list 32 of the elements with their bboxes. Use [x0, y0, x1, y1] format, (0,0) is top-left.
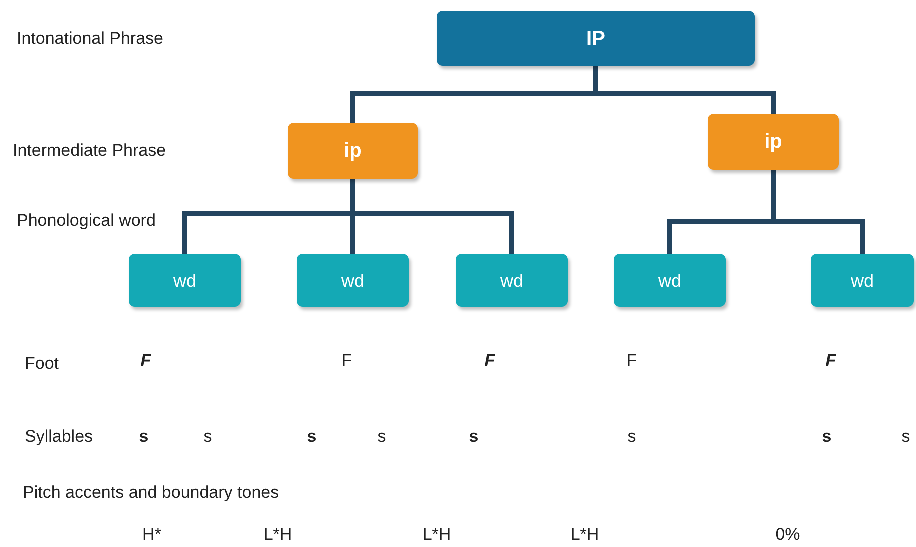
- tone-label: L*H: [264, 525, 292, 545]
- tone-label: H*: [142, 525, 162, 545]
- intermediate-phrase-box: ip: [708, 114, 839, 170]
- tone-label: 0%: [776, 525, 800, 545]
- tone-label: L*H: [422, 525, 452, 545]
- syllable-mark: s: [204, 427, 212, 447]
- word-box: wd: [297, 254, 409, 307]
- foot-mark: F: [626, 351, 638, 371]
- syllable-mark: s: [822, 427, 832, 447]
- foot-mark: F: [826, 351, 836, 371]
- level-label: Pitch accents and boundary tones: [23, 483, 280, 503]
- level-label: Phonological word: [17, 211, 156, 231]
- word-box: wd: [456, 254, 568, 307]
- level-label: Intonational Phrase: [17, 29, 164, 49]
- intonational-phrase-box: IP: [437, 11, 755, 66]
- syllable-mark: s: [307, 427, 317, 447]
- level-label: Intermediate Phrase: [13, 141, 166, 161]
- word-box: wd: [811, 254, 914, 307]
- word-box: wd: [614, 254, 726, 307]
- level-label: Foot: [25, 354, 60, 374]
- foot-mark: F: [484, 351, 496, 371]
- intermediate-phrase-box: ip: [288, 123, 418, 179]
- syllable-mark: s: [902, 427, 910, 447]
- foot-mark: F: [342, 351, 352, 371]
- syllable-mark: s: [628, 427, 636, 447]
- syllable-mark: s: [378, 427, 386, 447]
- tone-label: L*H: [570, 525, 600, 545]
- foot-mark: F: [140, 351, 152, 371]
- syllable-mark: s: [469, 427, 479, 447]
- word-box: wd: [129, 254, 241, 307]
- level-label: Syllables: [25, 427, 94, 447]
- syllable-mark: s: [139, 427, 149, 447]
